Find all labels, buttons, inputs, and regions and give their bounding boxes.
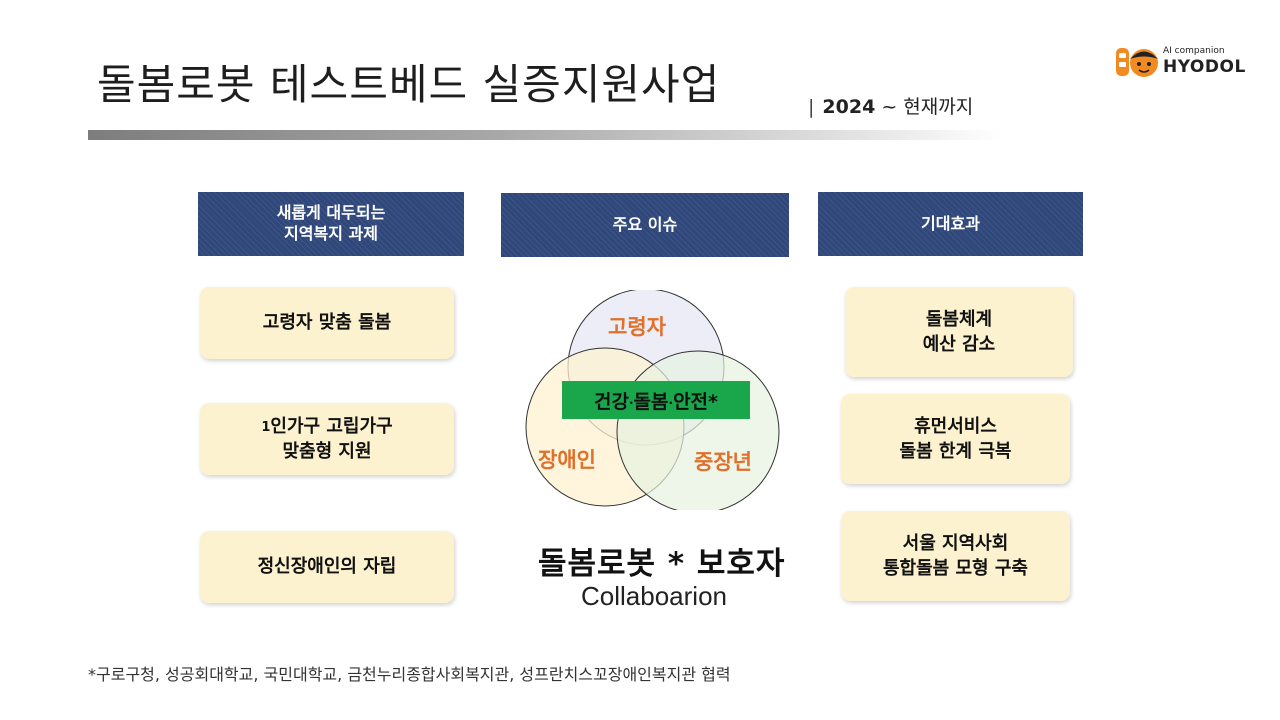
header-expected-effects: 기대효과 bbox=[818, 192, 1083, 256]
task-card-elderly-care: 고령자 맞춤 돌봄 bbox=[200, 287, 454, 359]
venn-label-middle-aged: 중장년 bbox=[694, 450, 752, 474]
logo-tagline: AI companion bbox=[1163, 46, 1225, 56]
header-center-label: 주요 이슈 bbox=[612, 214, 678, 234]
effect-card-budget: 돌봄체계 예산 감소 bbox=[845, 287, 1073, 377]
task-card-label: 정신장애인의 자립 bbox=[257, 556, 397, 578]
venn-center-badge: 건강.돌봄.안전* bbox=[562, 381, 750, 419]
header-regional-welfare-tasks: 새롭게 대두되는 지역복지 과제 bbox=[198, 192, 464, 256]
task-card-mental-disability: 정신장애인의 자립 bbox=[200, 531, 454, 603]
header-left-label: 새롭게 대두되는 지역복지 과제 bbox=[276, 203, 386, 243]
hyodol-mascot-icon bbox=[1116, 48, 1158, 77]
superscript-number: 1 bbox=[261, 419, 271, 435]
logo-brand: HYODOL bbox=[1163, 57, 1246, 77]
effect-card-label: 휴먼서비스 돌봄 한계 극복 bbox=[899, 415, 1012, 462]
task-card-label: 1인가구 고립가구 맞춤형 지원 bbox=[261, 414, 392, 464]
effect-card-label: 돌봄체계 예산 감소 bbox=[922, 308, 996, 355]
subtitle-period: ~ 현재까지 bbox=[875, 96, 974, 118]
task-card-line1: 인가구 고립가구 bbox=[270, 415, 393, 437]
header-main-issues: 주요 이슈 bbox=[501, 193, 789, 257]
collaboration-subtitle: Collaboarion bbox=[581, 581, 727, 611]
center-word-health: 건강 bbox=[594, 390, 629, 413]
venn-circle-middle-aged bbox=[616, 350, 780, 510]
title-underline-bar bbox=[88, 130, 1000, 140]
task-card-single-household: 1인가구 고립가구 맞춤형 지원 bbox=[200, 403, 454, 475]
subtitle-year: 2024 bbox=[822, 96, 876, 118]
venn-label-elderly: 고령자 bbox=[608, 315, 666, 339]
subtitle-separator: | bbox=[808, 96, 815, 118]
effect-card-human-service: 휴먼서비스 돌봄 한계 극복 bbox=[841, 394, 1070, 484]
header-right-label: 기대효과 bbox=[921, 213, 980, 233]
venn-label-disabled: 장애인 bbox=[538, 448, 596, 472]
effect-card-seoul-model: 서울 지역사회 통합돌봄 모형 구축 bbox=[841, 511, 1070, 601]
slide-subtitle: | 2024 ~ 현재까지 bbox=[808, 92, 973, 119]
footnote-partners: *구로구청, 성공회대학교, 국민대학교, 금천누리종합사회복지관, 성프란치스… bbox=[88, 665, 731, 684]
slide-title: 돌봄로봇 테스트베드 실증지원사업 bbox=[97, 60, 721, 109]
effect-card-label: 서울 지역사회 통합돌봄 모형 구축 bbox=[882, 532, 1028, 579]
center-word-safety: 안전* bbox=[673, 390, 718, 413]
center-dot: . bbox=[628, 393, 634, 407]
hyodol-logo: AI companion HYODOL bbox=[1113, 44, 1246, 80]
collaboration-title: 돌봄로봇 * 보호자 bbox=[538, 546, 786, 582]
task-card-label: 고령자 맞춤 돌봄 bbox=[262, 312, 392, 334]
center-dot: . bbox=[668, 393, 674, 407]
center-word-care: 돌봄 bbox=[633, 390, 669, 413]
task-card-line2: 맞춤형 지원 bbox=[282, 441, 372, 462]
